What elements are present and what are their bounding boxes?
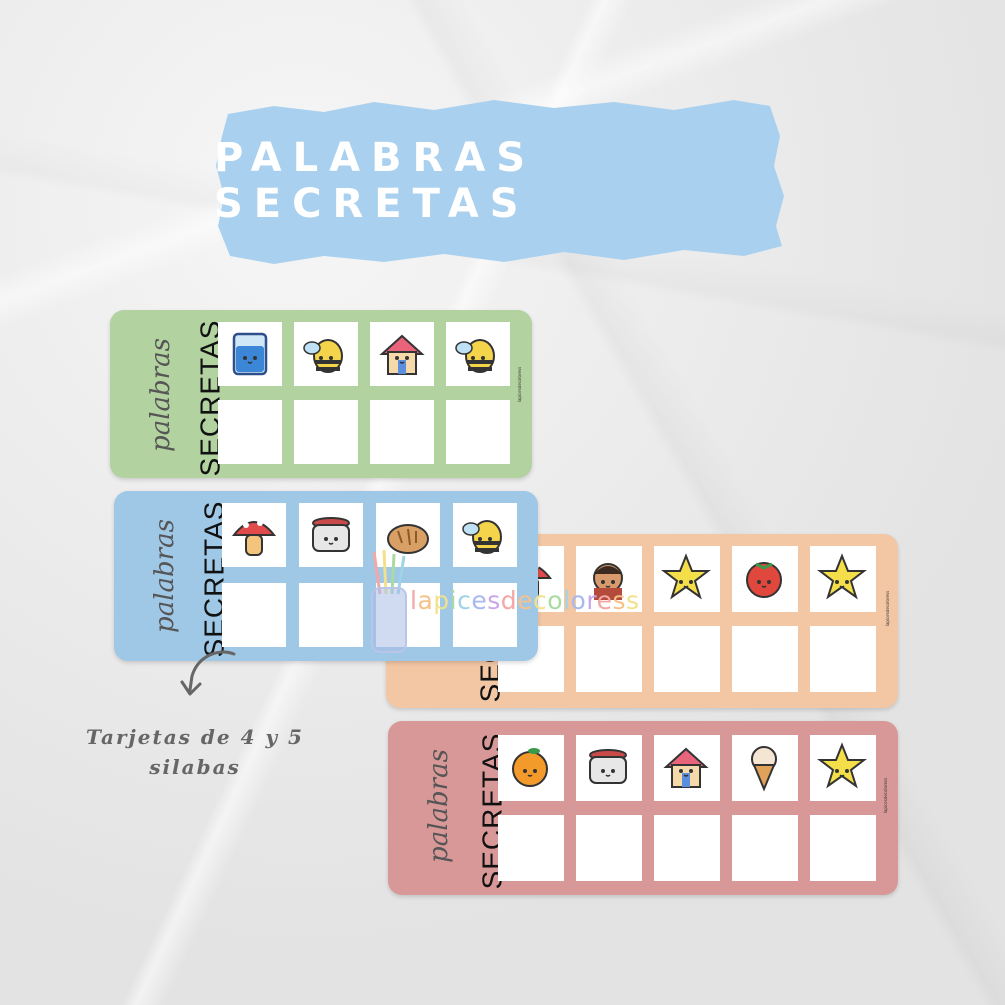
watermark-letter: a bbox=[417, 586, 434, 615]
picture-cell bbox=[732, 735, 798, 801]
star-icon bbox=[817, 553, 867, 600]
card-script-label: palabras bbox=[145, 338, 176, 452]
mushroom-icon bbox=[231, 520, 277, 556]
watermark-text: lapicesdecoloress bbox=[410, 586, 640, 615]
watermark-letter: i bbox=[449, 586, 458, 615]
picture-cell bbox=[446, 322, 510, 386]
watermark-letter: l bbox=[563, 586, 571, 615]
curved-arrow-icon bbox=[180, 650, 236, 696]
answer-cell[interactable] bbox=[453, 583, 517, 647]
answer-cell[interactable] bbox=[732, 626, 798, 692]
answer-cell[interactable] bbox=[299, 583, 363, 647]
watermark-letter: p bbox=[433, 586, 450, 615]
picture-cell bbox=[576, 546, 642, 612]
answer-cell[interactable] bbox=[498, 815, 564, 881]
brush-stroke bbox=[216, 100, 784, 264]
cooking-pot-icon bbox=[589, 749, 627, 784]
cooking-pot-icon bbox=[312, 517, 350, 552]
answer-cell[interactable] bbox=[810, 626, 876, 692]
picture-cell bbox=[654, 546, 720, 612]
water-glass-icon bbox=[232, 332, 268, 376]
picture-cell bbox=[654, 735, 720, 801]
ice-cream-icon bbox=[751, 746, 777, 792]
watermark-letter: c bbox=[533, 586, 548, 615]
bee-icon bbox=[303, 339, 343, 373]
picture-cell bbox=[370, 322, 434, 386]
card-script-label: palabras bbox=[423, 749, 454, 863]
card-brand-mark: lapicesdecoloress bbox=[885, 590, 891, 627]
picture-cell bbox=[222, 503, 286, 567]
watermark-letter: r bbox=[586, 586, 597, 615]
answer-cell[interactable] bbox=[654, 815, 720, 881]
watermark-letter: e bbox=[517, 586, 534, 615]
watermark-letter: e bbox=[596, 586, 613, 615]
caption-line-2: silabas bbox=[149, 755, 241, 779]
answer-cell[interactable] bbox=[654, 626, 720, 692]
watermark-letter: c bbox=[457, 586, 472, 615]
page-title: PALABRAS SECRETAS bbox=[214, 135, 537, 227]
card-brand-mark: lapicesdecoloress bbox=[517, 366, 523, 403]
bee-icon bbox=[462, 520, 502, 554]
star-icon bbox=[661, 553, 711, 600]
picture-cell bbox=[498, 735, 564, 801]
watermark-letter: o bbox=[547, 586, 564, 615]
card-brand-mark: lapicesdecoloress bbox=[883, 777, 889, 814]
watermark-letter: l bbox=[410, 586, 418, 615]
word-card-blue: palabras SECRETAS bbox=[114, 491, 538, 661]
answer-cell[interactable] bbox=[370, 400, 434, 464]
picture-cell bbox=[732, 546, 798, 612]
house-icon bbox=[379, 334, 425, 375]
picture-cell bbox=[376, 503, 440, 567]
tomato-icon bbox=[746, 562, 782, 598]
picture-cell bbox=[576, 735, 642, 801]
native-girl-icon bbox=[593, 563, 623, 600]
picture-cell bbox=[810, 546, 876, 612]
watermark-letter: s bbox=[487, 586, 501, 615]
answer-cell[interactable] bbox=[294, 400, 358, 464]
house-icon bbox=[663, 747, 709, 788]
watermark-letter: d bbox=[500, 586, 518, 615]
word-card-green: palabras SECRETAS lapicesdecoloress bbox=[110, 310, 532, 478]
answer-cell[interactable] bbox=[218, 400, 282, 464]
answer-cell[interactable] bbox=[810, 815, 876, 881]
picture-cell bbox=[810, 735, 876, 801]
answer-cell[interactable] bbox=[732, 815, 798, 881]
picture-cell bbox=[294, 322, 358, 386]
watermark-letter: s bbox=[612, 586, 626, 615]
pencil-jar-icon bbox=[371, 549, 407, 653]
caption: Tarjetas de 4 y 5 silabas bbox=[60, 722, 330, 782]
star-icon bbox=[817, 742, 867, 789]
watermark-logo: lapicesdecoloress bbox=[366, 548, 666, 658]
picture-cell bbox=[453, 503, 517, 567]
bee-icon bbox=[455, 339, 495, 373]
answer-cell[interactable] bbox=[576, 626, 642, 692]
watermark-letter: e bbox=[471, 586, 488, 615]
watermark-letter: o bbox=[570, 586, 587, 615]
word-card-red: palabras SECRETAS lapicesdecoloress bbox=[388, 721, 898, 895]
answer-cell[interactable] bbox=[446, 400, 510, 464]
picture-cell bbox=[299, 503, 363, 567]
watermark-letter: s bbox=[626, 586, 640, 615]
answer-cell[interactable] bbox=[576, 815, 642, 881]
caption-line-1: Tarjetas de 4 y 5 bbox=[86, 725, 304, 749]
card-script-label: palabras bbox=[149, 519, 180, 633]
answer-cell[interactable] bbox=[222, 583, 286, 647]
bread-icon bbox=[387, 524, 429, 554]
title-banner: PALABRAS SECRETAS bbox=[214, 96, 788, 266]
picture-cell bbox=[218, 322, 282, 386]
orange-icon bbox=[512, 748, 548, 787]
